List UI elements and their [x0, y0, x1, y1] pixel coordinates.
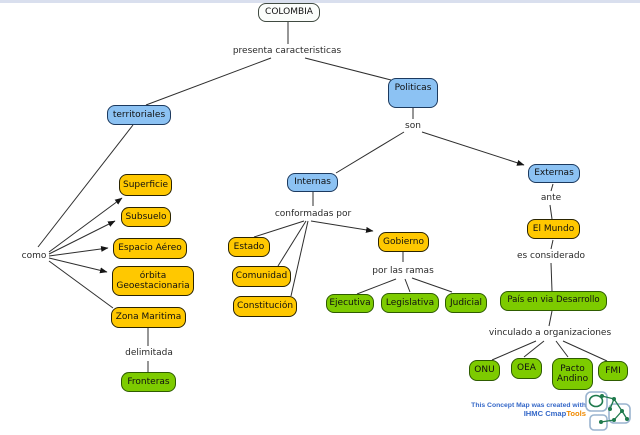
- node-pais-en-via-desarrollo[interactable]: País en via Desarrollo: [500, 291, 607, 311]
- node-territoriales[interactable]: territoriales: [107, 105, 171, 125]
- node-pacto-andino[interactable]: Pacto Andino: [552, 358, 593, 390]
- link-label-por-las-ramas[interactable]: por las ramas: [370, 266, 436, 276]
- link-label-son[interactable]: son: [403, 121, 423, 131]
- node-gobierno[interactable]: Gobierno: [378, 232, 429, 252]
- link-label-delimitada[interactable]: delimitada: [123, 348, 175, 358]
- node-superficie[interactable]: Superficie: [119, 174, 172, 196]
- node-legislativa[interactable]: Legislativa: [381, 293, 439, 313]
- node-fronteras[interactable]: Fronteras: [121, 372, 176, 392]
- node-subsuelo[interactable]: Subsuelo: [121, 207, 171, 227]
- node-externas[interactable]: Externas: [528, 164, 580, 183]
- cmaptools-credit-link[interactable]: This Concept Map was created with IHMC C…: [471, 402, 586, 418]
- node-el-mundo[interactable]: El Mundo: [527, 219, 580, 239]
- cmaptools-logo-icon: [585, 391, 631, 431]
- node-constitucion[interactable]: Constitución: [233, 296, 297, 317]
- credit-line2: IHMC CmapTools: [523, 409, 586, 418]
- credit-line1: This Concept Map was created with: [471, 402, 586, 409]
- node-colombia[interactable]: COLOMBIA: [258, 3, 320, 22]
- link-label-conformadas-por[interactable]: conformadas por: [272, 209, 354, 219]
- node-politicas[interactable]: Politicas: [388, 78, 438, 108]
- link-label-ante[interactable]: ante: [538, 193, 564, 203]
- node-espacio-aereo[interactable]: Espacio Aéreo: [113, 238, 187, 259]
- node-comunidad[interactable]: Comunidad: [232, 266, 291, 287]
- node-judicial[interactable]: Judicial: [445, 293, 487, 313]
- node-zona-maritima[interactable]: Zona Maritima: [111, 307, 186, 328]
- node-estado[interactable]: Estado: [228, 237, 270, 257]
- node-orbita-geoestacionaria[interactable]: órbita Geoestacionaria: [112, 266, 194, 296]
- link-label-como[interactable]: como: [19, 251, 49, 261]
- link-label-vinculado-a-organizaciones[interactable]: vinculado a organizaciones: [486, 328, 614, 338]
- node-onu[interactable]: ONU: [469, 360, 500, 381]
- node-oea[interactable]: OEA: [511, 358, 542, 379]
- link-label-presenta-caracteristicas[interactable]: presenta caracteristicas: [230, 46, 344, 56]
- window-top-strip: [0, 0, 640, 3]
- node-ejecutiva[interactable]: Ejecutiva: [326, 294, 374, 313]
- node-fmi[interactable]: FMI: [598, 361, 628, 381]
- node-internas[interactable]: Internas: [287, 173, 338, 192]
- link-label-es-considerado[interactable]: es considerado: [514, 251, 588, 261]
